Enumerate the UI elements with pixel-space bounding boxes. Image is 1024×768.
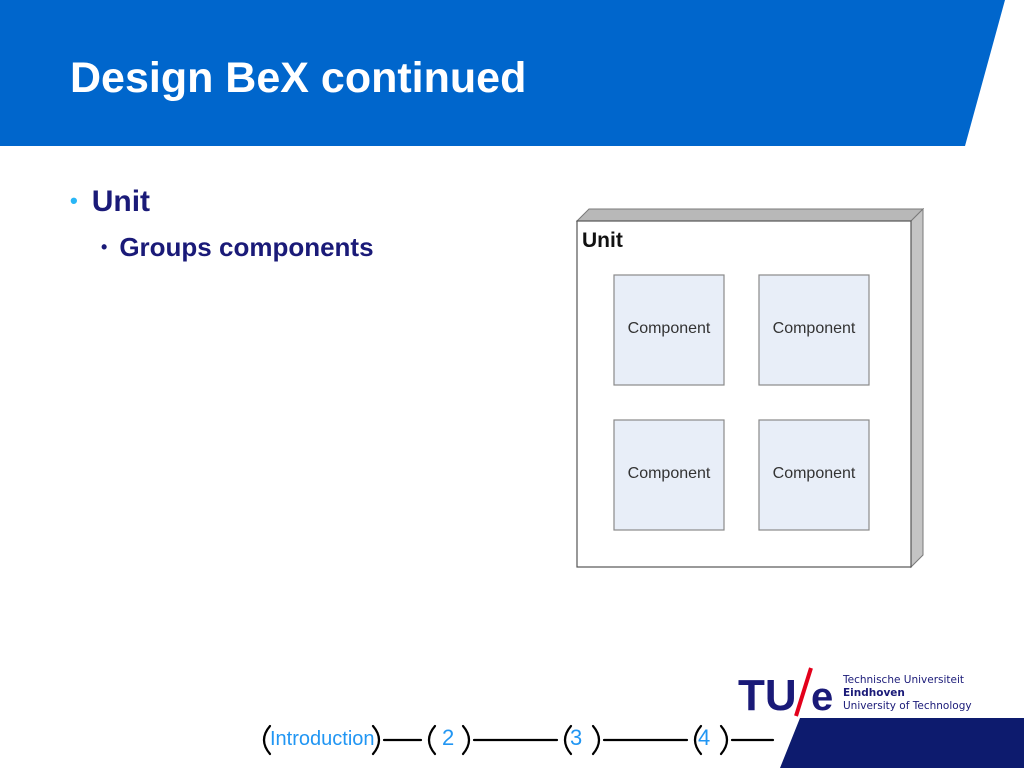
section-navigation — [262, 724, 775, 756]
tue-logo-mark: TU e — [738, 667, 833, 718]
tue-logo-text: Technische Universiteit Eindhoven Univer… — [843, 674, 972, 713]
bullet-text: Unit — [91, 185, 151, 218]
component-box-4 — [758, 419, 870, 531]
component-label-2: Component — [772, 320, 856, 337]
nav-item-3[interactable]: 3 — [570, 725, 583, 750]
svg-text:e: e — [811, 675, 833, 718]
bullet-unit: • Unit — [70, 183, 150, 220]
component-label-3: Component — [627, 465, 711, 482]
logo-line-3: University of Technology — [843, 700, 972, 712]
sub-bullet-marker: • — [101, 237, 108, 257]
svg-text:TU: TU — [738, 671, 797, 718]
nav-item-4[interactable]: 4 — [698, 725, 711, 750]
nav-item-introduction[interactable]: Introduction — [270, 728, 375, 750]
sub-bullet-text: Groups components — [119, 232, 374, 262]
unit-label: Unit — [582, 229, 623, 252]
component-box-3 — [613, 419, 725, 531]
component-box-2 — [758, 274, 870, 386]
unit-box-top — [576, 208, 924, 222]
header-band — [0, 0, 1005, 146]
corner-band — [780, 718, 1024, 768]
bullet-marker: • — [70, 188, 78, 213]
component-label-4: Component — [772, 465, 856, 482]
logo-line-1: Technische Universiteit — [843, 674, 965, 686]
nav-item-2[interactable]: 2 — [442, 725, 455, 750]
bullet-groups-components: • Groups components — [101, 231, 374, 263]
slide-title: Design BeX continued — [70, 54, 527, 102]
unit-diagram — [576, 208, 924, 569]
component-box-1 — [613, 274, 725, 386]
component-label-1: Component — [627, 320, 711, 337]
unit-box-side — [910, 208, 924, 569]
logo-line-2: Eindhoven — [843, 687, 905, 699]
